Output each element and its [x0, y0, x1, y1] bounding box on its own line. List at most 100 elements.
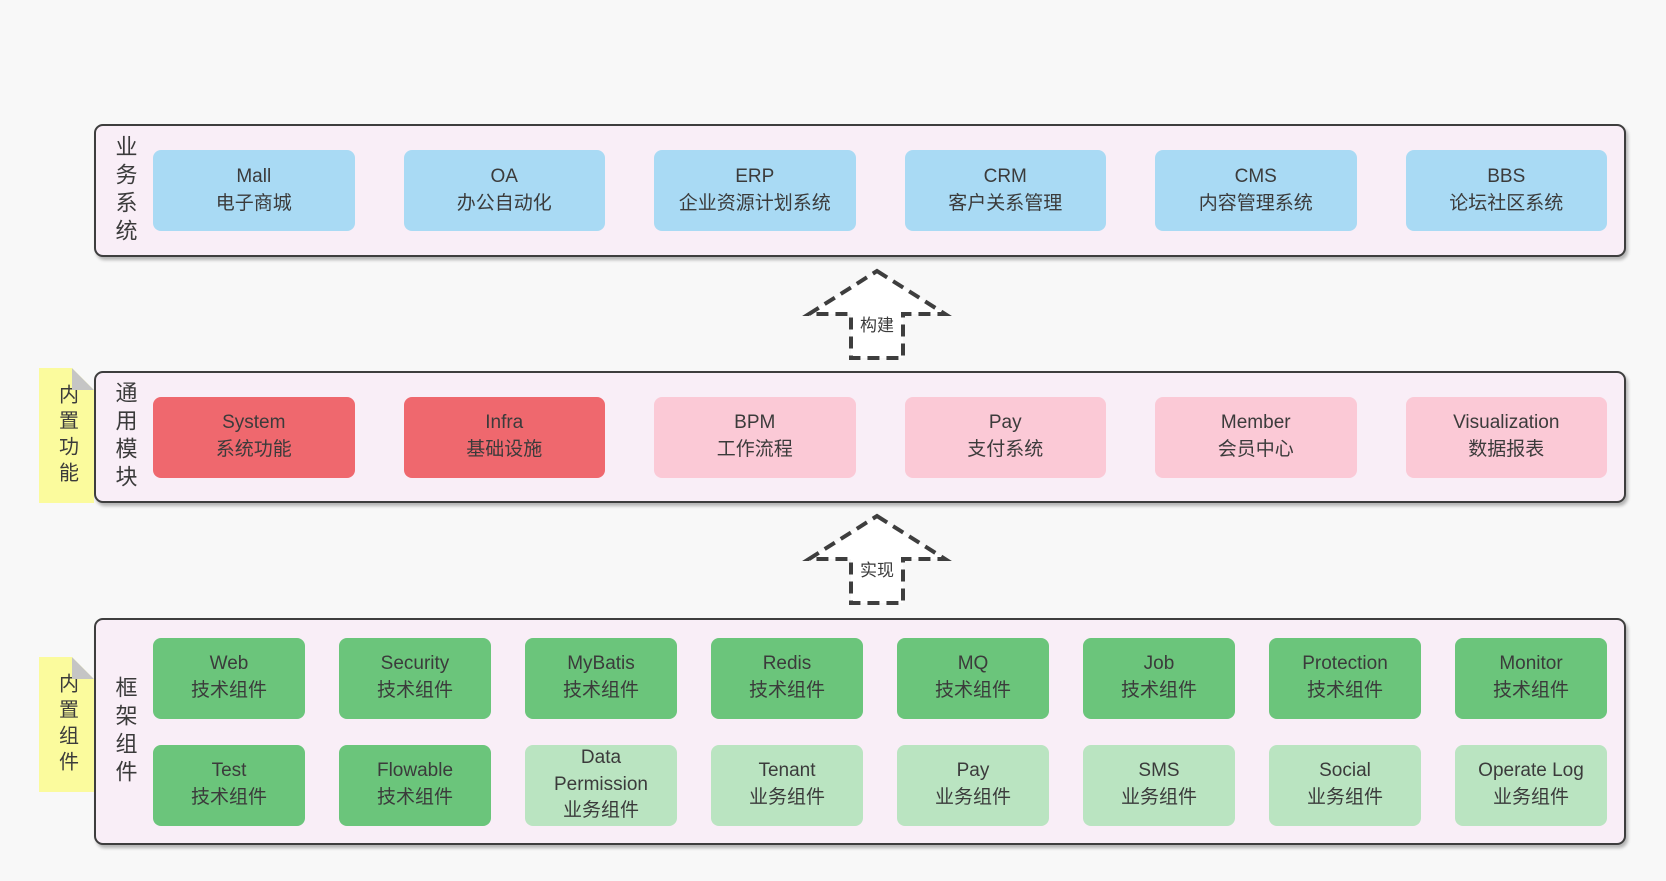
card-title-en: SMS [1138, 760, 1180, 782]
arrow-implement-label: 实现 [858, 561, 896, 580]
card-mall: Mall 电子商城 [153, 150, 355, 231]
card-title-zh: 基础设施 [466, 439, 543, 460]
card-pay-biz: Pay 业务组件 [897, 744, 1049, 826]
card-title-zh: 论坛社区系统 [1449, 192, 1564, 214]
sticky-note-builtin-features: 内置功能 [39, 368, 94, 503]
up-arrow-icon [802, 513, 952, 605]
card-title-zh: 业务组件 [934, 787, 1011, 808]
modules-boxes-row: System 系统功能 Infra 基础设施 BPM 工作流程 Pay 支付系统… [153, 373, 1624, 501]
card-oa: OA 办公自动化 [403, 150, 605, 231]
card-title-en: ERP [735, 165, 775, 187]
panel-common-modules: 通用模块 System 系统功能 Infra 基础设施 BPM 工作流程 Pay… [94, 371, 1626, 503]
card-title-en: Infra [485, 412, 524, 434]
card-title-zh: 技术组件 [562, 680, 639, 701]
card-job: Job 技术组件 [1083, 637, 1235, 719]
panel-business-systems: 业务系统 Mall 电子商城 OA 办公自动化 ERP 企业资源计划系统 CRM… [94, 124, 1626, 257]
card-title-en: Security [380, 653, 450, 675]
card-title-en: BPM [734, 412, 776, 434]
card-title-en: Job [1143, 653, 1175, 675]
sticky-note-text: 内置组件 [55, 672, 78, 777]
card-pay-module: Pay 支付系统 [904, 396, 1106, 478]
card-title-en: Visualization [1453, 412, 1560, 434]
card-mybatis: MyBatis 技术组件 [525, 637, 677, 719]
card-tenant: Tenant 业务组件 [711, 744, 863, 826]
business-boxes-row: Mall 电子商城 OA 办公自动化 ERP 企业资源计划系统 CRM 客户关系… [153, 126, 1624, 255]
arrow-up-build: 构建 [802, 268, 952, 361]
card-member: Member 会员中心 [1155, 396, 1357, 478]
card-title-zh: 技术组件 [1306, 680, 1383, 701]
card-title-zh: 企业资源计划系统 [678, 192, 831, 214]
card-title-en: System [222, 412, 286, 434]
card-title-zh: 电子商城 [215, 192, 292, 214]
card-title-en: Pay [956, 760, 990, 782]
card-title-zh: 技术组件 [190, 680, 267, 701]
card-test: Test 技术组件 [153, 744, 305, 826]
card-title-en: MyBatis [567, 653, 635, 675]
card-title-en: CRM [983, 165, 1027, 187]
card-cms: CMS 内容管理系统 [1155, 150, 1357, 231]
panel-modules-label: 通用模块 [112, 381, 138, 493]
card-title-en: Member [1220, 412, 1291, 434]
card-title-en: Flowable [376, 760, 454, 782]
panel-modules-label-wrap: 通用模块 [96, 373, 153, 501]
card-title-zh: 会员中心 [1217, 439, 1294, 460]
card-title-zh: 技术组件 [190, 787, 267, 808]
card-social: Social 业务组件 [1269, 744, 1421, 826]
card-security: Security 技术组件 [339, 637, 491, 719]
card-title-zh: 业务组件 [1120, 787, 1197, 808]
card-monitor: Monitor 技术组件 [1455, 637, 1607, 719]
card-title-zh: 客户关系管理 [948, 192, 1063, 214]
card-title-zh: 工作流程 [716, 439, 793, 460]
card-title-zh: 业务组件 [1492, 787, 1569, 808]
panel-framework-components: 框架组件 Web 技术组件 Security 技术组件 MyBatis 技术组件… [94, 618, 1626, 845]
card-title-zh: 内容管理系统 [1198, 192, 1313, 214]
up-arrow-icon [802, 268, 952, 360]
card-system: System 系统功能 [153, 396, 355, 478]
card-title-en: Data Permission [554, 747, 648, 795]
card-crm: CRM 客户关系管理 [904, 150, 1106, 231]
card-title-zh: 技术组件 [1492, 680, 1569, 701]
card-title-zh: 技术组件 [376, 787, 453, 808]
panel-components-label-wrap: 框架组件 [96, 620, 153, 843]
card-title-en: Tenant [758, 760, 816, 782]
sticky-note-builtin-components: 内置组件 [39, 657, 94, 792]
card-erp: ERP 企业资源计划系统 [654, 150, 856, 231]
card-title-en: Protection [1302, 653, 1388, 675]
panel-business-label-wrap: 业务系统 [96, 126, 153, 255]
card-redis: Redis 技术组件 [711, 637, 863, 719]
card-operate-log: Operate Log 业务组件 [1455, 744, 1607, 826]
card-title-zh: 办公自动化 [456, 192, 552, 214]
card-title-zh: 业务组件 [748, 787, 825, 808]
card-infra: Infra 基础设施 [403, 396, 605, 478]
card-title-en: Monitor [1499, 653, 1563, 675]
card-title-en: BBS [1487, 165, 1526, 187]
card-protection: Protection 技术组件 [1269, 637, 1421, 719]
card-bbs: BBS 论坛社区系统 [1405, 150, 1607, 231]
card-title-zh: 数据报表 [1468, 439, 1545, 460]
card-title-en: CMS [1234, 165, 1277, 187]
card-flowable: Flowable 技术组件 [339, 744, 491, 826]
arrow-build-label: 构建 [858, 316, 896, 335]
panel-business-label: 业务系统 [112, 134, 138, 247]
card-title-en: Redis [762, 653, 812, 675]
card-title-zh: 业务组件 [562, 800, 639, 822]
card-title-zh: 支付系统 [967, 439, 1044, 460]
sticky-fold-corner-icon [72, 368, 94, 390]
card-bpm: BPM 工作流程 [654, 396, 856, 478]
card-data-permission: Data Permission 业务组件 [525, 744, 677, 826]
card-mq: MQ 技术组件 [897, 637, 1049, 719]
card-title-zh: 业务组件 [1306, 787, 1383, 808]
card-title-zh: 系统功能 [215, 439, 292, 460]
card-visualization: Visualization 数据报表 [1405, 396, 1607, 478]
sticky-note-text: 内置功能 [55, 383, 78, 488]
card-title-en: Mall [236, 165, 272, 187]
components-boxes-grid: Web 技术组件 Security 技术组件 MyBatis 技术组件 Redi… [153, 620, 1624, 843]
card-title-en: OA [490, 165, 518, 187]
card-title-en: MQ [957, 653, 989, 675]
card-title-en: Web [209, 653, 249, 675]
card-title-en: Social [1319, 760, 1371, 782]
card-sms: SMS 业务组件 [1083, 744, 1235, 826]
card-web: Web 技术组件 [153, 637, 305, 719]
arrow-up-implement: 实现 [802, 513, 952, 606]
